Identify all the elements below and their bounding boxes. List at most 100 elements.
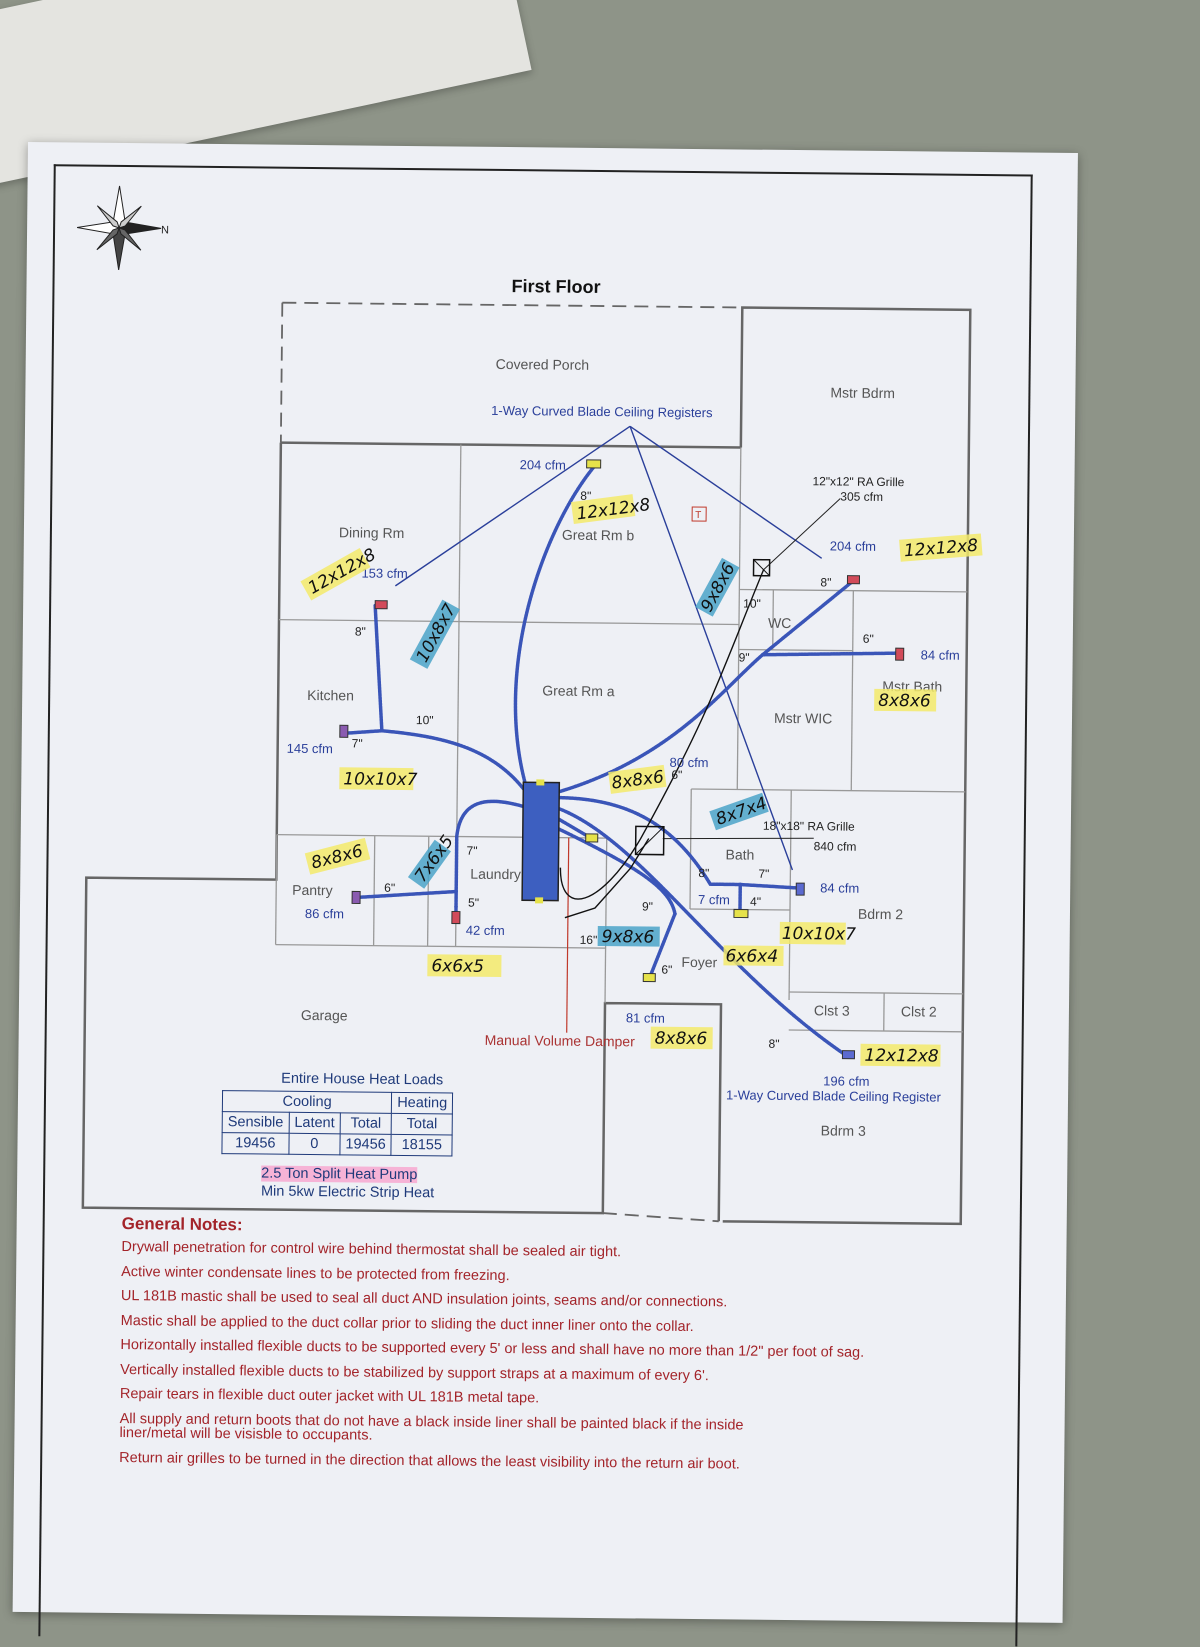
duct-size: 6"	[661, 963, 672, 977]
air-handler-unit	[522, 782, 559, 900]
general-notes: General Notes: Drywall penetration for c…	[119, 1215, 942, 1484]
hw-size: 10x8x7	[413, 601, 461, 666]
ra18-label: 18"x18" RA Grille	[763, 819, 855, 834]
duct-size: 8"	[698, 866, 709, 880]
room-mstr-wic: Mstr WIC	[774, 710, 832, 727]
ceiling-register-single-label: 1-Way Curved Blade Ceiling Register	[726, 1087, 942, 1104]
hw-size: 9x8x6	[697, 559, 740, 615]
cfm-kitchen: 145 cfm	[287, 741, 333, 756]
note-item: Return air grilles to be turned in the d…	[119, 1451, 939, 1474]
duct-size: 6"	[863, 632, 874, 646]
hw-size: 9x8x6	[602, 927, 655, 948]
duct-size: 4"	[750, 895, 761, 909]
plan-title: First Floor	[511, 276, 600, 297]
hw-size: 8x7x4	[713, 794, 769, 830]
room-bdrm3: Bdrm 3	[821, 1122, 867, 1138]
cfm-pantry: 86 cfm	[305, 906, 344, 921]
duct-size: 8"	[769, 1037, 780, 1051]
ra12-cfm: 305 cfm	[840, 490, 883, 504]
equipment-line-1: 2.5 Ton Split Heat Pump	[261, 1165, 417, 1183]
hw-size: 10x10x7	[782, 924, 857, 945]
equipment-line-2: Min 5kw Electric Strip Heat	[261, 1183, 434, 1203]
cfm-mstr-bdrm: 204 cfm	[830, 538, 876, 553]
cooling-header: Cooling	[222, 1091, 391, 1114]
air-handler-collar-bottom	[535, 897, 543, 903]
compass-north-label: N	[161, 224, 169, 236]
duct-size: 9"	[739, 650, 750, 664]
room-laundry: Laundry	[470, 866, 521, 883]
duct-size: 8"	[820, 575, 831, 589]
hw-size: 8x8x6	[878, 691, 931, 712]
note-item: Horizontally installed flexible ducts to…	[120, 1338, 940, 1361]
flex-ducts	[341, 463, 901, 1056]
duct-size: 7"	[467, 844, 478, 858]
latent-value: 0	[289, 1133, 341, 1155]
heating-total-value: 18155	[391, 1134, 452, 1156]
room-garage: Garage	[301, 1007, 348, 1023]
total-header: Total	[340, 1113, 392, 1135]
ra12-label: 12"x12" RA Grille	[812, 474, 904, 489]
room-covered-porch: Covered Porch	[496, 356, 590, 373]
duct-size: 16"	[580, 933, 598, 947]
heating-header: Heating	[392, 1092, 453, 1114]
ra18-cfm: 840 cfm	[814, 839, 857, 853]
heat-loads-caption: Entire House Heat Loads	[202, 1070, 522, 1089]
duct-size: 10"	[416, 713, 434, 727]
note-item: UL 181B mastic shall be used to seal all…	[121, 1289, 941, 1312]
cfm-bdrm2: 84 cfm	[820, 880, 859, 895]
latent-header: Latent	[289, 1112, 341, 1134]
damper-label: Manual Volume Damper	[485, 1032, 636, 1050]
note-item: Active winter condensate lines to be pro…	[121, 1265, 941, 1288]
thermostat-label: T	[695, 510, 701, 521]
note-item: Drywall penetration for control wire beh…	[121, 1240, 941, 1263]
duct-size: 10"	[743, 597, 761, 611]
duct-size: 7"	[758, 867, 769, 881]
drawing-sheet: N First Floor	[13, 142, 1078, 1623]
room-clst3: Clst 3	[814, 1002, 850, 1018]
note-item: Vertically installed flexible ducts to b…	[120, 1363, 940, 1386]
room-dining: Dining Rm	[339, 524, 405, 541]
sensible-value: 19456	[222, 1133, 289, 1155]
cfm-laundry: 42 cfm	[466, 923, 505, 938]
air-handler-collar	[536, 779, 544, 785]
heat-loads-table: Entire House Heat Loads Cooling Heating …	[221, 1070, 522, 1157]
note-item: All supply and return boots that do not …	[119, 1412, 779, 1448]
duct-size: 7"	[352, 736, 363, 750]
room-wc: WC	[768, 615, 791, 631]
room-pantry: Pantry	[292, 882, 333, 898]
heat-loads-grid: Cooling Heating Sensible Latent Total To…	[221, 1090, 453, 1156]
sensible-header: Sensible	[222, 1112, 289, 1134]
supply-registers	[336, 457, 905, 1059]
cfm-bdrm3: 196 cfm	[823, 1073, 869, 1088]
duct-size: 9"	[642, 899, 653, 913]
hw-size: 12x12x8	[864, 1046, 939, 1067]
duct-size: 6"	[384, 881, 395, 895]
ceiling-registers-label: 1-Way Curved Blade Ceiling Registers	[491, 403, 713, 420]
note-item: Repair tears in flexible duct outer jack…	[120, 1387, 940, 1410]
hw-size: 6x6x4	[725, 946, 778, 967]
room-great-a: Great Rm a	[542, 682, 615, 699]
room-bdrm2: Bdrm 2	[858, 906, 904, 922]
ra12-leader	[764, 498, 841, 571]
duct-size: 6"	[671, 768, 682, 782]
compass-icon	[77, 186, 162, 271]
hw-size: 10x10x7	[343, 769, 418, 790]
room-bath: Bath	[725, 846, 754, 862]
equipment-spec: 2.5 Ton Split Heat Pump Min 5kw Electric…	[261, 1164, 435, 1202]
hw-size: 8x8x6	[655, 1029, 708, 1050]
damper-leader	[567, 838, 569, 1033]
duct-size: 5"	[468, 896, 479, 910]
room-clst2: Clst 2	[901, 1003, 937, 1019]
total-value: 19456	[340, 1134, 392, 1156]
room-foyer: Foyer	[681, 954, 717, 970]
hw-size: 7x6x5	[411, 832, 458, 886]
cfm-great-b: 204 cfm	[520, 457, 566, 472]
room-great-b: Great Rm b	[562, 527, 635, 544]
room-kitchen: Kitchen	[307, 687, 354, 703]
cfm-mstr-bath: 84 cfm	[921, 647, 960, 662]
cfm-foyer: 81 cfm	[626, 1010, 665, 1025]
heating-total-header: Total	[391, 1113, 452, 1135]
hw-size: 6x6x5	[431, 956, 484, 977]
duct-size: 8"	[355, 624, 366, 638]
cfm-bath7: 7 cfm	[698, 892, 730, 907]
